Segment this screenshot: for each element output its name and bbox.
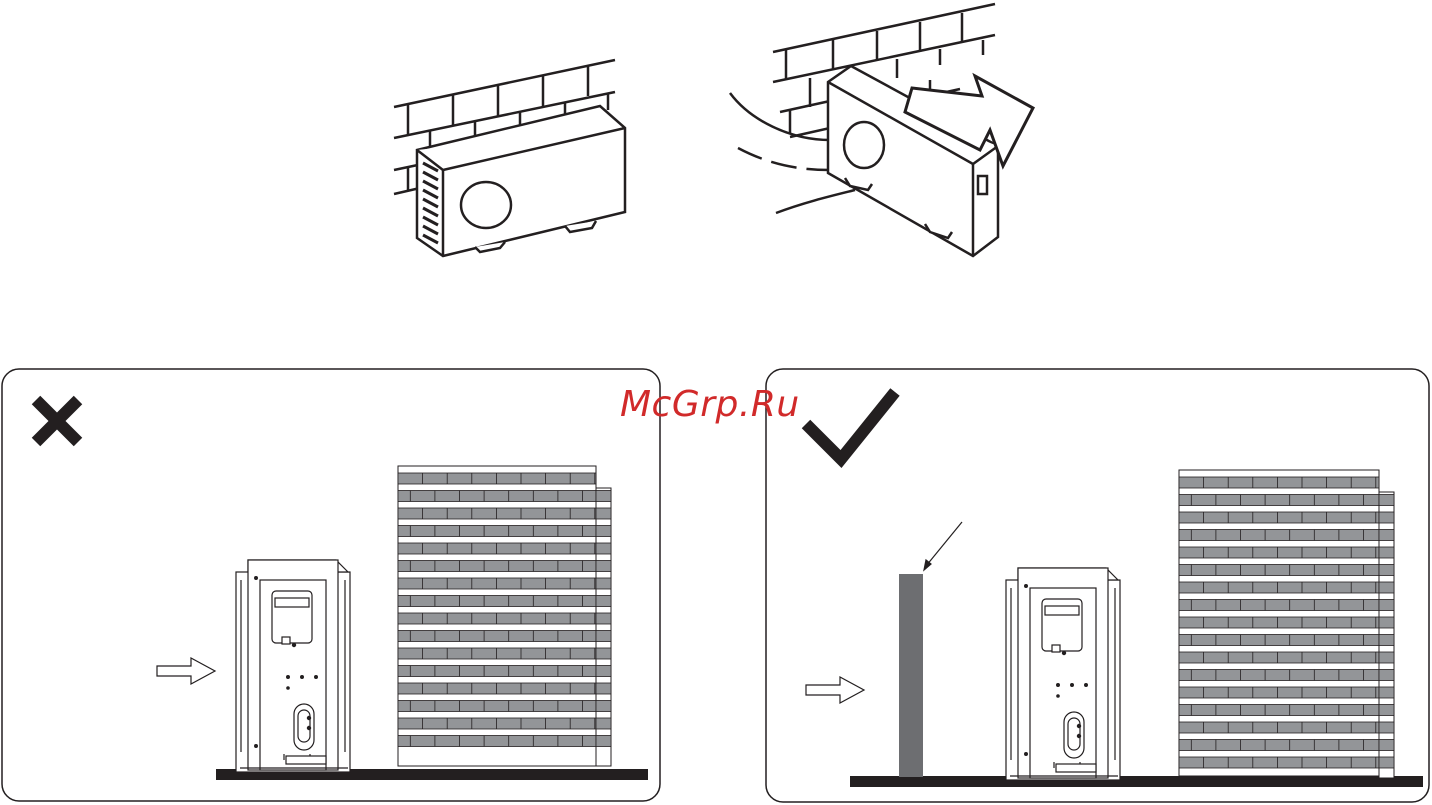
brick-course <box>1179 582 1379 593</box>
brick-side <box>596 683 611 694</box>
brick-course <box>1179 565 1379 576</box>
brick-course <box>1179 687 1379 698</box>
brick-side <box>596 596 611 607</box>
brick-course <box>1179 635 1379 646</box>
brick-course <box>398 543 596 554</box>
brick-course <box>1179 495 1379 506</box>
brick-course <box>1179 740 1379 751</box>
panel-correct <box>766 369 1429 802</box>
brick-course <box>1179 757 1379 768</box>
brick-course <box>398 473 596 484</box>
brick-side <box>596 718 611 729</box>
brick-side <box>1379 547 1394 558</box>
brick-side <box>1379 705 1394 716</box>
brick-course <box>1179 477 1379 488</box>
brick-course <box>398 491 596 502</box>
brick-building-left <box>398 466 611 766</box>
brick-side <box>1379 600 1394 611</box>
brick-side <box>596 578 611 589</box>
brick-course <box>1179 652 1379 663</box>
brick-building-right <box>1179 470 1394 778</box>
brick-side <box>1379 722 1394 733</box>
outdoor-unit-top-left <box>417 106 625 256</box>
brick-course <box>398 596 596 607</box>
brick-side <box>596 491 611 502</box>
wind-barrier <box>899 574 923 777</box>
brick-side <box>596 543 611 554</box>
brick-course <box>1179 722 1379 733</box>
brick-side <box>1379 530 1394 541</box>
brick-course <box>398 578 596 589</box>
brick-side <box>596 631 611 642</box>
brick-course <box>398 561 596 572</box>
brick-course <box>1179 705 1379 716</box>
watermark: McGrp.Ru <box>620 381 830 429</box>
brick-course <box>398 508 596 519</box>
brick-course <box>398 718 596 729</box>
brick-course <box>398 631 596 642</box>
cross-icon <box>36 400 78 442</box>
ground-right <box>850 776 1423 787</box>
brick-side <box>1379 652 1394 663</box>
brick-side <box>1379 582 1394 593</box>
brick-side <box>596 666 611 677</box>
outdoor-unit-left <box>236 560 350 772</box>
panel-incorrect <box>2 369 660 801</box>
brick-course <box>1179 530 1379 541</box>
brick-course <box>398 526 596 537</box>
brick-course <box>1179 512 1379 523</box>
brick-course <box>398 613 596 624</box>
brick-course <box>1179 617 1379 628</box>
brick-side <box>596 508 611 519</box>
airflow-arrow-right <box>806 677 864 703</box>
brick-course <box>398 701 596 712</box>
outdoor-unit-right <box>1006 568 1120 780</box>
brick-side <box>596 701 611 712</box>
brick-side <box>1379 635 1394 646</box>
brick-side <box>1379 740 1394 751</box>
brick-side <box>1379 687 1394 698</box>
brick-side <box>596 736 611 747</box>
brick-side <box>1379 617 1394 628</box>
brick-course <box>398 666 596 677</box>
brick-side <box>1379 757 1394 768</box>
brick-course <box>398 736 596 747</box>
top-right-figure <box>730 4 1033 256</box>
barrier-pointer-arrow <box>924 522 962 570</box>
brick-side <box>1379 565 1394 576</box>
brick-course <box>398 648 596 659</box>
brick-side <box>1379 495 1394 506</box>
brick-course <box>1179 600 1379 611</box>
brick-side <box>596 561 611 572</box>
top-left-figure <box>394 60 625 256</box>
brick-side <box>596 526 611 537</box>
brick-course <box>1179 547 1379 558</box>
airflow-arrow-left <box>157 658 215 684</box>
brick-side <box>596 648 611 659</box>
brick-course <box>398 683 596 694</box>
brick-side <box>596 613 611 624</box>
brick-side <box>1379 670 1394 681</box>
brick-course <box>1179 670 1379 681</box>
brick-side <box>1379 512 1394 523</box>
